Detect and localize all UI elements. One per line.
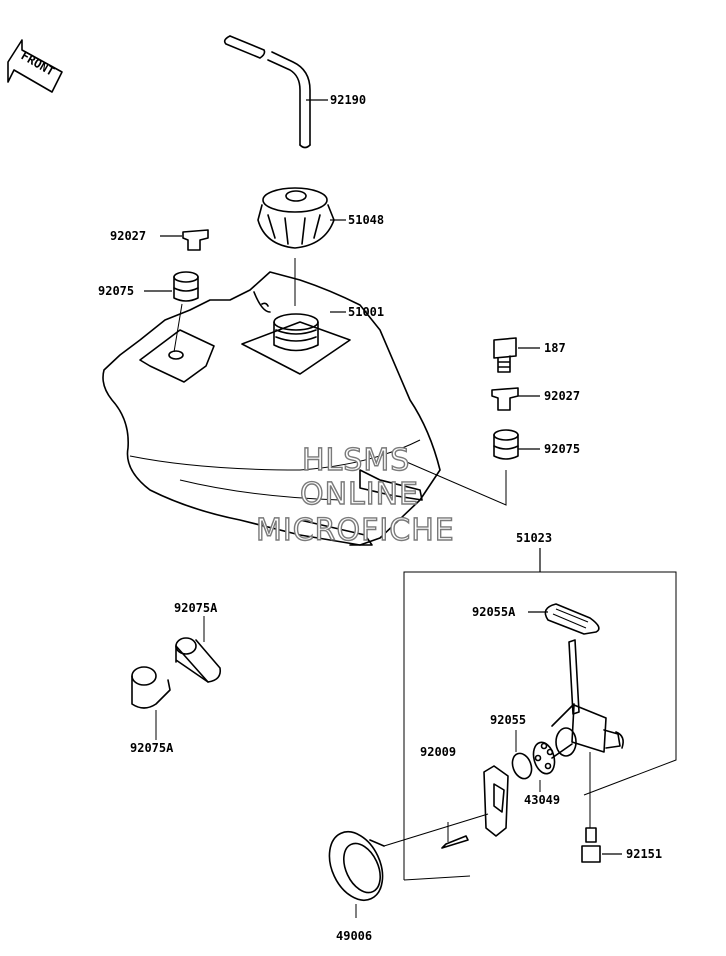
part-label-92027-left: 92027: [110, 229, 146, 243]
part-label-51023: 51023: [516, 531, 552, 545]
watermark-line-3: MICROFICHE: [256, 513, 455, 548]
sleeve-92075A-bottom: [131, 666, 171, 740]
part-label-51001: 51001: [348, 305, 384, 319]
part-label-92009: 92009: [420, 745, 456, 759]
breather-hose: [223, 35, 328, 149]
bushing-right: [491, 387, 540, 411]
part-label-92075-left: 92075: [98, 284, 134, 298]
bushing-left: [160, 229, 209, 251]
front-label: FRONT: [19, 48, 57, 78]
lever-plate: [483, 765, 509, 837]
damper-left: [144, 271, 199, 353]
part-label-49006: 49006: [336, 929, 372, 943]
bolt-92151: [581, 827, 622, 863]
sleeve-92075A-top: [175, 616, 222, 683]
part-label-92055: 92055: [490, 713, 526, 727]
part-label-187: 187: [544, 341, 566, 355]
gasket-92055A: [528, 603, 600, 635]
screw-92009: [441, 822, 469, 849]
part-label-92027-right: 92027: [544, 389, 580, 403]
watermark-line-2: ONLINE: [300, 477, 419, 512]
part-label-92075A-bottom: 92075A: [130, 741, 174, 755]
fuel-cap: [257, 187, 346, 306]
part-label-92075A-top: 92075A: [174, 601, 218, 615]
bolt-187: [493, 337, 540, 373]
damper-right: [493, 429, 540, 460]
part-label-92190: 92190: [330, 93, 366, 107]
watermark-line-1: HLSMS: [302, 443, 410, 478]
part-label-43049: 43049: [524, 793, 560, 807]
part-label-51048: 51048: [348, 213, 384, 227]
front-arrow-icon: FRONT: [7, 39, 63, 93]
part-label-92075-right: 92075: [544, 442, 580, 456]
part-label-92151: 92151: [626, 847, 662, 861]
fuel-cock: [551, 639, 624, 828]
seal-49006: [328, 813, 489, 918]
o-ring-92055: [511, 730, 533, 780]
fuel-tank: [102, 271, 507, 546]
watermark: HLSMS ONLINE MICROFICHE: [255, 442, 455, 548]
plate-43049: [532, 741, 556, 792]
fuel-cock-assembly-bracket: [403, 548, 677, 881]
part-label-92055A: 92055A: [472, 605, 516, 619]
